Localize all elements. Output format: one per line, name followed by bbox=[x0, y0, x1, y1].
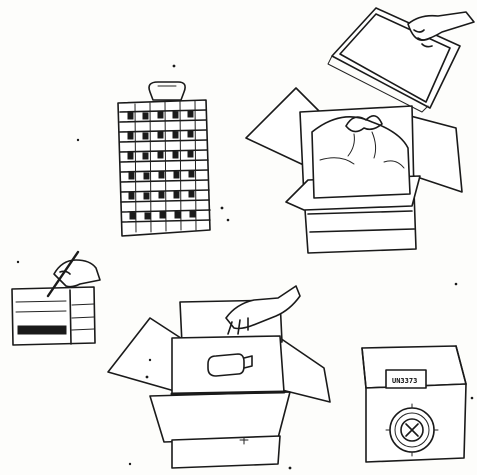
writing-on-form bbox=[12, 252, 100, 345]
specimen-bag-strip bbox=[118, 82, 210, 236]
un-label-text: UN3373 bbox=[392, 377, 417, 385]
sealed-labeled-box: UN3373 bbox=[362, 346, 466, 462]
open-box-with-tray bbox=[246, 8, 474, 253]
box-with-bottle bbox=[108, 286, 330, 468]
